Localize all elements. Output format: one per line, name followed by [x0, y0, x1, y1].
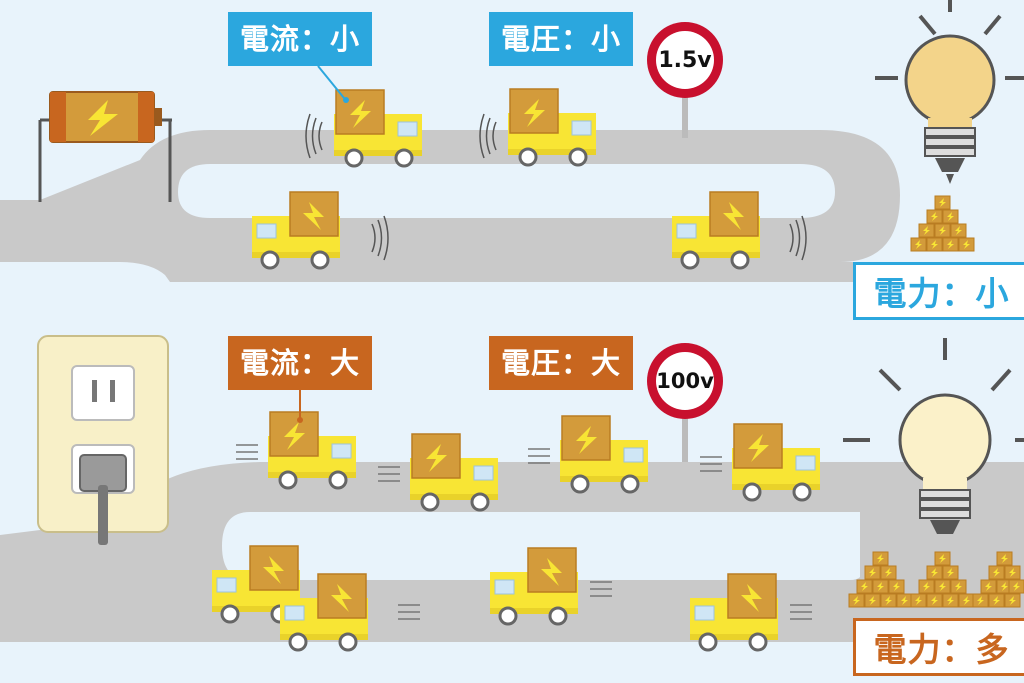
- sign-value-top: 1.5v: [658, 47, 712, 73]
- power-label-bottom: 電力：多: [853, 618, 1024, 676]
- plug-icon: [79, 454, 127, 545]
- speed-sign-icon-bottom: [647, 343, 723, 462]
- power-label-top: 電力：小: [853, 262, 1024, 320]
- voltage-label-top: 電圧：小: [489, 12, 633, 66]
- light-bulb-icon-bottom: [843, 338, 1024, 534]
- current-pointer-top: [317, 65, 345, 99]
- cargo-box-pile-top: [910, 195, 975, 252]
- current-label-bottom: 電流：大: [228, 336, 372, 390]
- speed-sign-icon-top: [647, 22, 723, 138]
- voltage-label-bottom: 電圧：大: [489, 336, 633, 390]
- battery-icon: [38, 91, 172, 202]
- top-road: [0, 130, 1024, 282]
- sign-value-bottom: 100v: [656, 369, 714, 393]
- light-bulb-icon-top: [875, 0, 1024, 184]
- current-label-top: 電流：小: [228, 12, 372, 66]
